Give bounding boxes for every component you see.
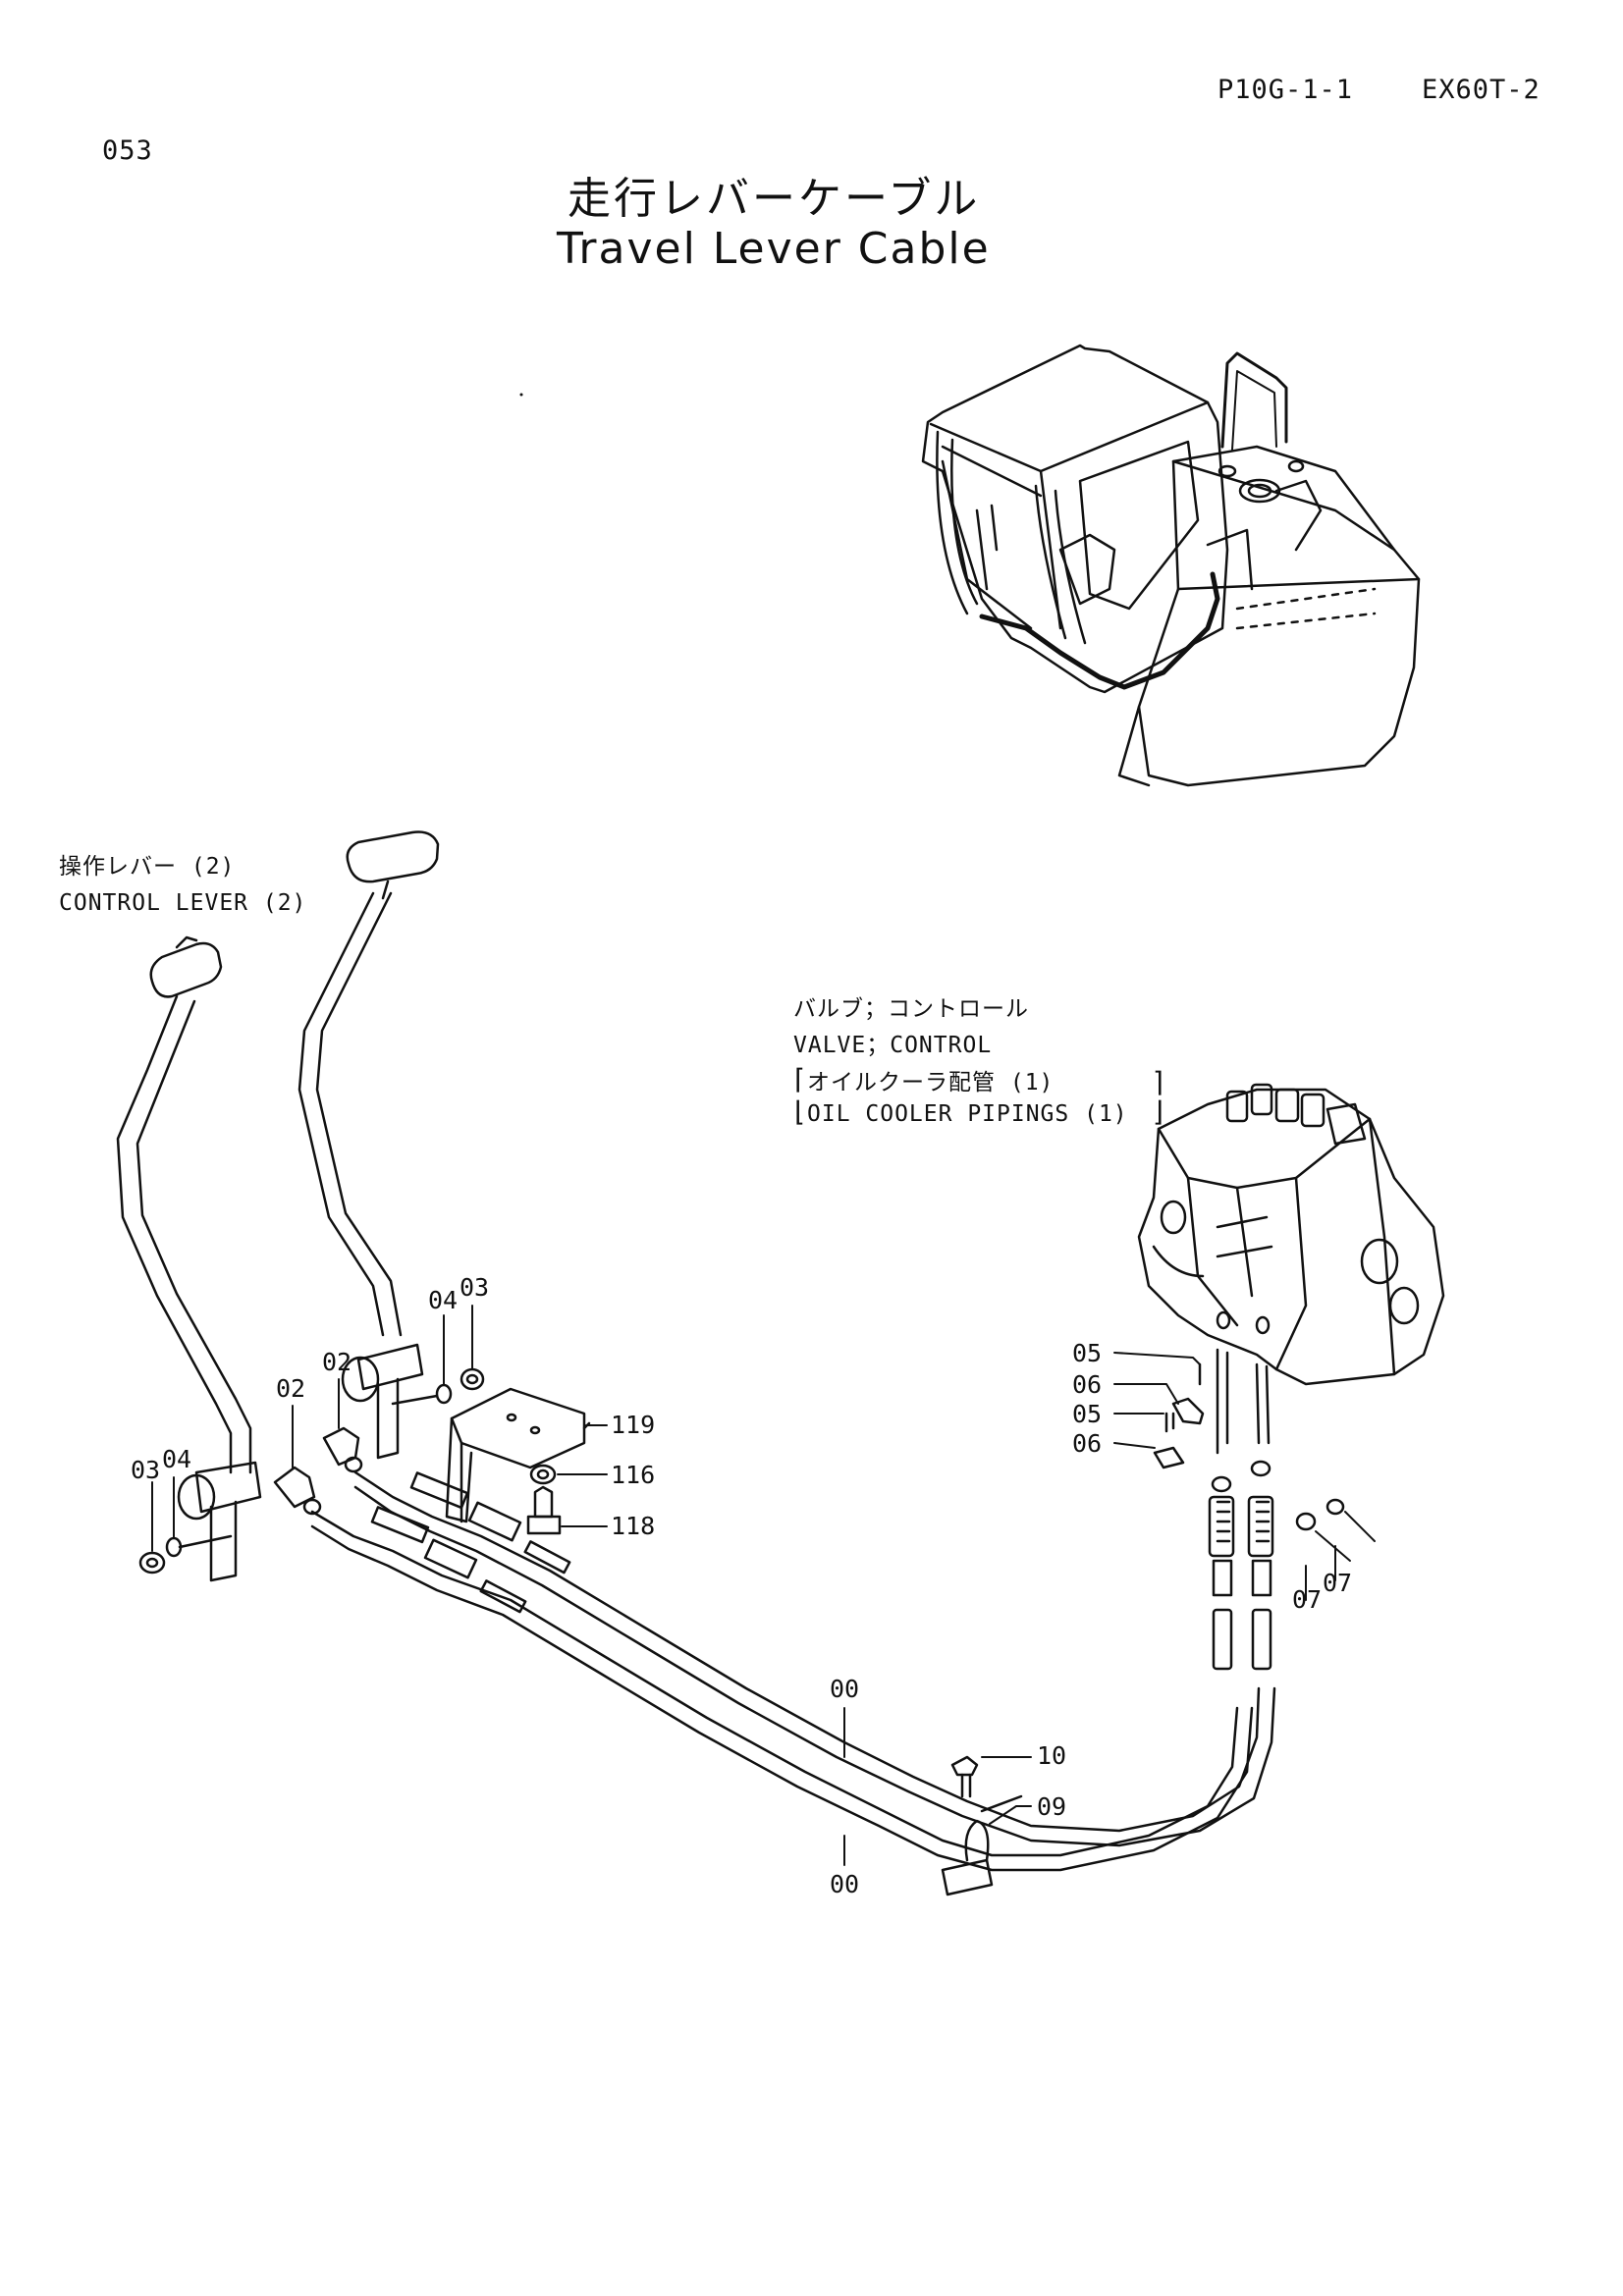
leader-lines <box>151 1305 1376 1866</box>
cable-clamp <box>941 1755 1023 1896</box>
figure-number: 053 <box>102 135 153 166</box>
cable-ends <box>273 1426 363 1516</box>
part-number-06: 06 <box>1072 1429 1103 1458</box>
part-number-02: 02 <box>276 1374 306 1403</box>
part-number-04: 04 <box>428 1286 459 1314</box>
excavator-overview <box>921 344 1421 787</box>
part-number-05: 05 <box>1072 1400 1103 1428</box>
part-number-119: 119 <box>611 1411 656 1439</box>
part-number-116: 116 <box>611 1461 656 1489</box>
valve-label-en: VALVE；CONTROL <box>793 1033 993 1058</box>
part-number-06: 06 <box>1072 1370 1103 1399</box>
part-number-00: 00 <box>830 1870 860 1898</box>
part-number-04: 04 <box>162 1445 192 1473</box>
oil-cooler-label-jp: オイルクーラ配管 (1) <box>807 1070 1055 1095</box>
part-number-00: 00 <box>830 1675 860 1703</box>
bracket-right: ⌉ <box>1151 1066 1168 1098</box>
control-valve <box>1137 1083 1445 1531</box>
page-code: P10G-1-1 <box>1217 75 1354 105</box>
bracket-left: ⌈ <box>790 1063 808 1095</box>
part-number-118: 118 <box>611 1512 656 1540</box>
title-japanese: 走行レバーケーブル <box>568 174 981 224</box>
bracket-right-bottom: ⌋ <box>1151 1095 1168 1128</box>
control-cables <box>310 1460 1276 1872</box>
title-english: Travel Lever Cable <box>557 224 991 274</box>
valve-label-jp: バルブ；コントロール <box>793 996 1029 1022</box>
model-code: EX60T-2 <box>1422 75 1541 105</box>
part-number-07: 07 <box>1323 1569 1353 1597</box>
part-number-03: 03 <box>131 1456 161 1484</box>
left-control-lever <box>116 935 262 1582</box>
part-number-09: 09 <box>1037 1792 1067 1821</box>
part-number-03: 03 <box>460 1273 490 1302</box>
control-lever-label-jp: 操作レバー (2) <box>59 854 236 880</box>
part-number-02: 02 <box>322 1348 352 1376</box>
oil-cooler-label-en: OIL COOLER PIPINGS (1) <box>807 1101 1128 1127</box>
mounting-bracket <box>445 1387 591 1535</box>
part-number-05: 05 <box>1072 1339 1103 1367</box>
bracket-left-bottom: ⌊ <box>790 1095 808 1128</box>
part-number-07: 07 <box>1292 1585 1323 1614</box>
control-lever-label-en: CONTROL LEVER (2) <box>59 890 307 916</box>
part-number-10: 10 <box>1037 1741 1067 1770</box>
